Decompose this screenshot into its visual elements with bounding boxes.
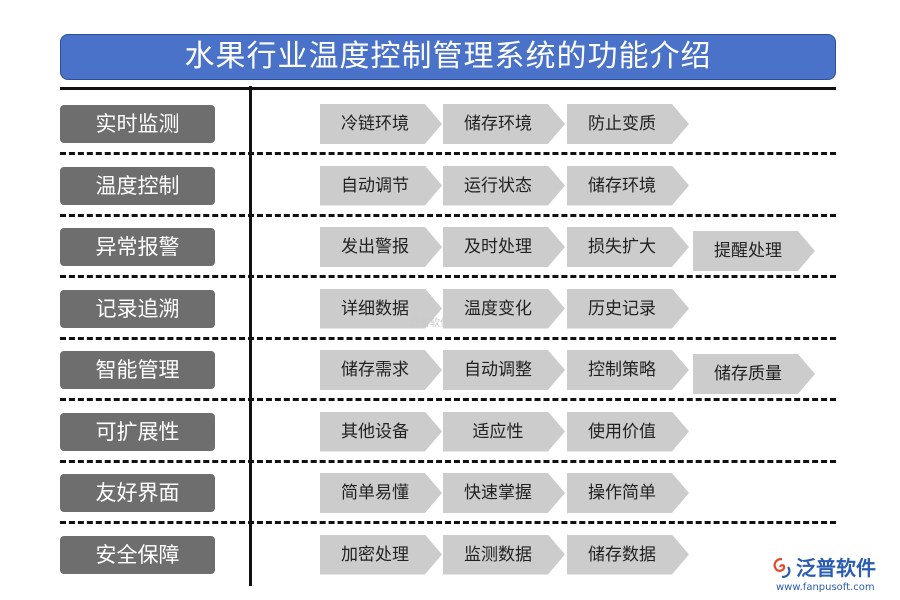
logo-url: www.fanpusoft.com (776, 582, 875, 593)
feature-chevron: 储存数据 (567, 534, 689, 575)
category-label: 智能管理 (60, 351, 215, 389)
row-separator (60, 336, 836, 340)
feature-chevron: 温度变化 (443, 288, 565, 329)
feature-chevron: 储存环境 (567, 165, 689, 206)
feature-chevron: 损失扩大 (567, 227, 689, 267)
feature-chevron: 简单易懂 (320, 473, 442, 513)
row-separator (60, 152, 836, 155)
feature-chevron: 自动调整 (443, 350, 565, 390)
feature-chevron: 储存环境 (443, 104, 565, 144)
feature-chevron: 加密处理 (320, 534, 442, 575)
category-label: 友好界面 (60, 474, 215, 512)
feature-chevron: 历史记录 (567, 288, 689, 329)
feature-chevron: 发出警报 (320, 227, 442, 267)
feature-chevron: 及时处理 (443, 227, 565, 267)
feature-chevron: 其他设备 (320, 411, 442, 452)
category-label: 温度控制 (60, 166, 215, 205)
feature-chevron: 储存质量 (693, 354, 815, 394)
feature-chevron: 适应性 (443, 411, 565, 452)
row-separator (60, 213, 836, 217)
feature-chevron: 运行状态 (443, 165, 565, 206)
logo-name: 泛普软件 (796, 556, 876, 580)
feature-chevron: 控制策略 (567, 350, 689, 390)
page-title: 水果行业温度控制管理系统的功能介绍 (60, 34, 836, 80)
feature-chevron: 防止变质 (567, 104, 689, 144)
category-label: 记录追溯 (60, 289, 215, 328)
row-separator (60, 398, 836, 401)
top-divider (60, 87, 836, 90)
feature-chevron: 监测数据 (443, 534, 565, 575)
brand-logo: 泛普软件 www.fanpusoft.com (770, 556, 895, 596)
feature-chevron: 提醒处理 (693, 231, 815, 271)
category-label: 异常报警 (60, 228, 215, 266)
category-label: 实时监测 (60, 105, 215, 143)
watermark: 泛普软件 (410, 318, 450, 329)
feature-chevron: 详细数据 (320, 288, 442, 329)
row-separator (60, 459, 836, 463)
feature-chevron: 快速掌握 (443, 473, 565, 513)
vertical-divider (249, 86, 252, 586)
row-separator (60, 521, 836, 524)
logo-swirl-icon (773, 557, 791, 579)
feature-chevron: 储存需求 (320, 350, 442, 390)
feature-chevron: 自动调节 (320, 165, 442, 206)
feature-chevron: 冷链环境 (320, 104, 442, 144)
category-label: 可扩展性 (60, 412, 215, 451)
category-label: 安全保障 (60, 535, 215, 574)
feature-chevron: 使用价值 (567, 411, 689, 452)
row-separator (60, 275, 836, 278)
feature-chevron: 操作简单 (567, 473, 689, 513)
